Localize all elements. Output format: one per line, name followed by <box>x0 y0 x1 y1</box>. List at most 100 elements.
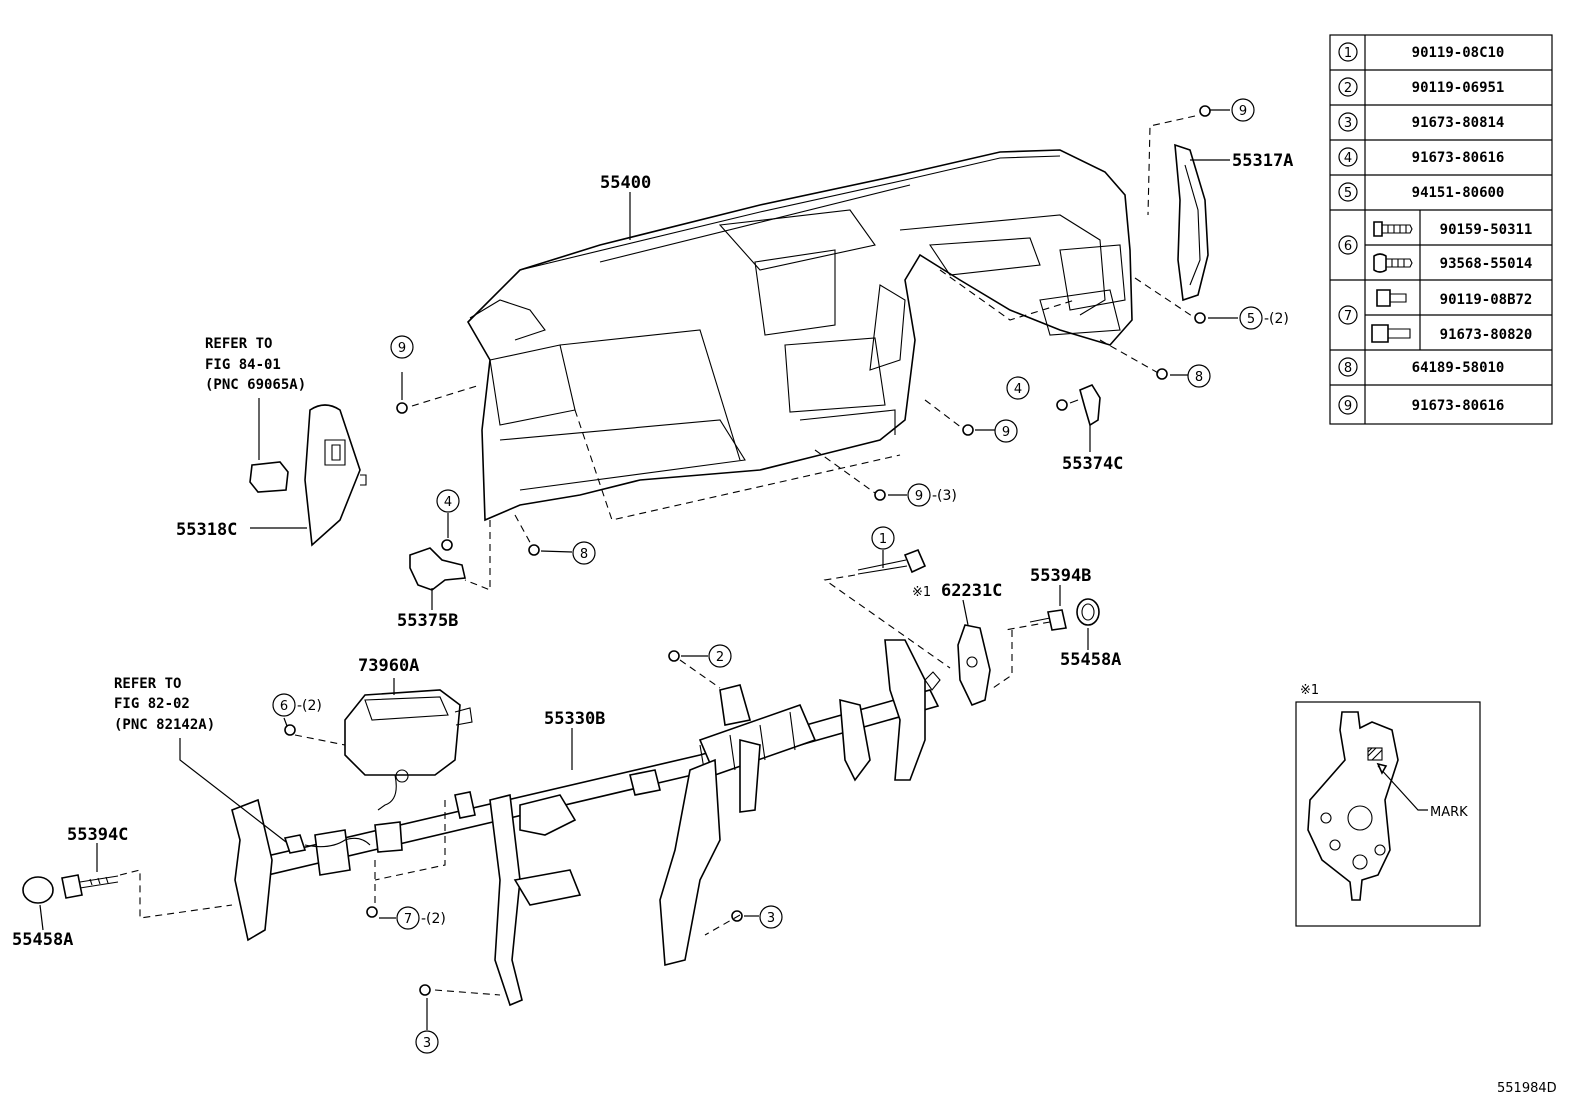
switch-connector <box>249 461 289 493</box>
svg-text:94151-80600: 94151-80600 <box>1412 185 1505 201</box>
svg-text:2: 2 <box>1344 81 1352 96</box>
callout-9-top: 9 <box>1231 98 1255 122</box>
table-row-2: 2 90119-06951 <box>1338 77 1505 97</box>
refer-note-1-line-2: FIG 84-01 <box>205 357 281 373</box>
detail-mark-ref: ※1 <box>1300 683 1319 698</box>
screw-icon <box>1373 253 1413 273</box>
bolt-55394B[interactable] <box>1029 609 1067 631</box>
svg-text:-(2): -(2) <box>421 911 446 927</box>
bracket-62231C[interactable] <box>957 624 991 707</box>
mark-label: MARK <box>1430 805 1468 820</box>
table-row-4: 4 91673-80616 <box>1338 147 1505 167</box>
label-55330B: 55330B <box>544 709 605 729</box>
svg-text:91673-80814: 91673-80814 <box>1412 115 1505 131</box>
svg-text:2: 2 <box>716 650 724 665</box>
bolt-55394C[interactable] <box>61 874 119 899</box>
table-row-6: 6 90159-50311 93568-55014 <box>1338 221 1533 273</box>
label-55375B: 55375B <box>397 611 458 631</box>
bracket-55375B[interactable] <box>409 547 466 591</box>
parts-table: 1 90119-08C10 2 90119-06951 3 91673-80814 4… <box>1329 34 1553 425</box>
svg-text:9: 9 <box>398 341 406 356</box>
svg-text:4: 4 <box>1344 151 1352 166</box>
svg-text:4: 4 <box>1014 382 1022 397</box>
side-register-55317A[interactable] <box>1174 143 1209 302</box>
callout-9-mid: 9 <box>994 419 1018 443</box>
svg-text:7: 7 <box>1344 309 1352 324</box>
svg-text:8: 8 <box>580 547 588 562</box>
callout-3-right: 3 <box>759 905 783 929</box>
svg-text:9: 9 <box>915 489 923 504</box>
callout-1: 1 <box>871 526 895 550</box>
airbag-connector <box>283 834 371 854</box>
cap-55458A-left[interactable] <box>22 876 54 904</box>
svg-text:91673-80820: 91673-80820 <box>1440 327 1533 343</box>
callout-3-bottom: 3 <box>415 1030 439 1054</box>
bracket-55374C[interactable] <box>1079 383 1101 427</box>
svg-text:90119-06951: 90119-06951 <box>1412 80 1505 96</box>
refer-note-1-line-3: (PNC 69065A) <box>205 377 306 393</box>
table-row-5: 5 94151-80600 <box>1338 182 1505 202</box>
label-55458A-left: 55458A <box>12 930 73 950</box>
svg-text:9: 9 <box>1344 399 1352 414</box>
svg-text:90119-08C10: 90119-08C10 <box>1412 45 1505 61</box>
label-55394B: 55394B <box>1030 566 1091 586</box>
side-cover-55318C[interactable] <box>304 404 367 547</box>
svg-text:-(2): -(2) <box>1264 311 1289 327</box>
svg-text:90159-50311: 90159-50311 <box>1440 222 1533 238</box>
refer-note-2-line-3: (PNC 82142A) <box>114 717 215 733</box>
svg-text:3: 3 <box>1344 116 1352 131</box>
svg-text:9: 9 <box>1239 104 1247 119</box>
table-row-7: 7 90119-08B72 91673-80820 <box>1338 289 1533 343</box>
svg-text:91673-80616: 91673-80616 <box>1412 398 1505 414</box>
callouts: 9 5-(2) 8 4 9 9 9-(3) 4 8 1 2 6-(2) 7-(2… <box>272 98 1289 1054</box>
svg-text:9: 9 <box>1002 425 1010 440</box>
table-row-9: 9 91673-80616 <box>1338 395 1505 415</box>
bolt-icon-1 <box>1376 289 1407 307</box>
table-row-1: 1 90119-08C10 <box>1338 42 1505 62</box>
label-55317A: 55317A <box>1232 151 1293 171</box>
svg-text:3: 3 <box>423 1036 431 1051</box>
figure-id: 551984D <box>1497 1081 1557 1096</box>
table-row-3: 3 91673-80814 <box>1338 112 1505 132</box>
detail-mark-box: ※1 MARK <box>1295 683 1481 927</box>
svg-text:4: 4 <box>444 495 452 510</box>
bolt-icon-2 <box>1371 324 1411 343</box>
label-55400: 55400 <box>600 173 651 193</box>
svg-text:7: 7 <box>404 912 412 927</box>
callout-4-left: 4 <box>436 489 460 513</box>
panel-reinforcement-55330B[interactable] <box>231 639 941 1007</box>
svg-text:64189-58010: 64189-58010 <box>1412 360 1505 376</box>
leader-lines <box>39 109 1238 1030</box>
callout-4-right: 4 <box>1006 376 1030 400</box>
refer-note-1-line-1: REFER TO <box>205 336 272 352</box>
svg-text:5: 5 <box>1247 312 1255 327</box>
instrument-panel-55400[interactable] <box>466 149 1133 522</box>
label-55374C: 55374C <box>1062 454 1123 474</box>
svg-text:5: 5 <box>1344 186 1352 201</box>
label-55318C: 55318C <box>176 520 237 540</box>
svg-text:90119-08B72: 90119-08B72 <box>1440 292 1533 308</box>
svg-text:-(3): -(3) <box>932 488 957 504</box>
label-55394C: 55394C <box>67 825 128 845</box>
svg-text:8: 8 <box>1344 361 1352 376</box>
knee-airbag-73960A[interactable] <box>344 689 473 811</box>
label-55458A-right: 55458A <box>1060 650 1121 670</box>
part-labels: 55400 55317A 55318C 55374C 55375B 55394B… <box>12 151 1557 1096</box>
label-62231C: 62231C <box>941 581 1002 601</box>
callout-9-left: 9 <box>390 335 414 359</box>
svg-text:3: 3 <box>767 911 775 926</box>
svg-text:8: 8 <box>1195 370 1203 385</box>
label-73960A: 73960A <box>358 656 419 676</box>
svg-text:1: 1 <box>1344 46 1352 61</box>
clip-icon <box>1373 221 1413 237</box>
callout-9-3: 9 -(3) <box>907 483 957 507</box>
refer-note-2-line-1: REFER TO <box>114 676 181 692</box>
callout-7: 7 -(2) <box>396 906 446 930</box>
callout-2: 2 <box>708 644 732 668</box>
svg-text:91673-80616: 91673-80616 <box>1412 150 1505 166</box>
svg-text:1: 1 <box>879 532 887 547</box>
cap-55458A-right[interactable] <box>1076 598 1100 626</box>
svg-text:-(2): -(2) <box>297 698 322 714</box>
svg-text:93568-55014: 93568-55014 <box>1440 256 1533 272</box>
